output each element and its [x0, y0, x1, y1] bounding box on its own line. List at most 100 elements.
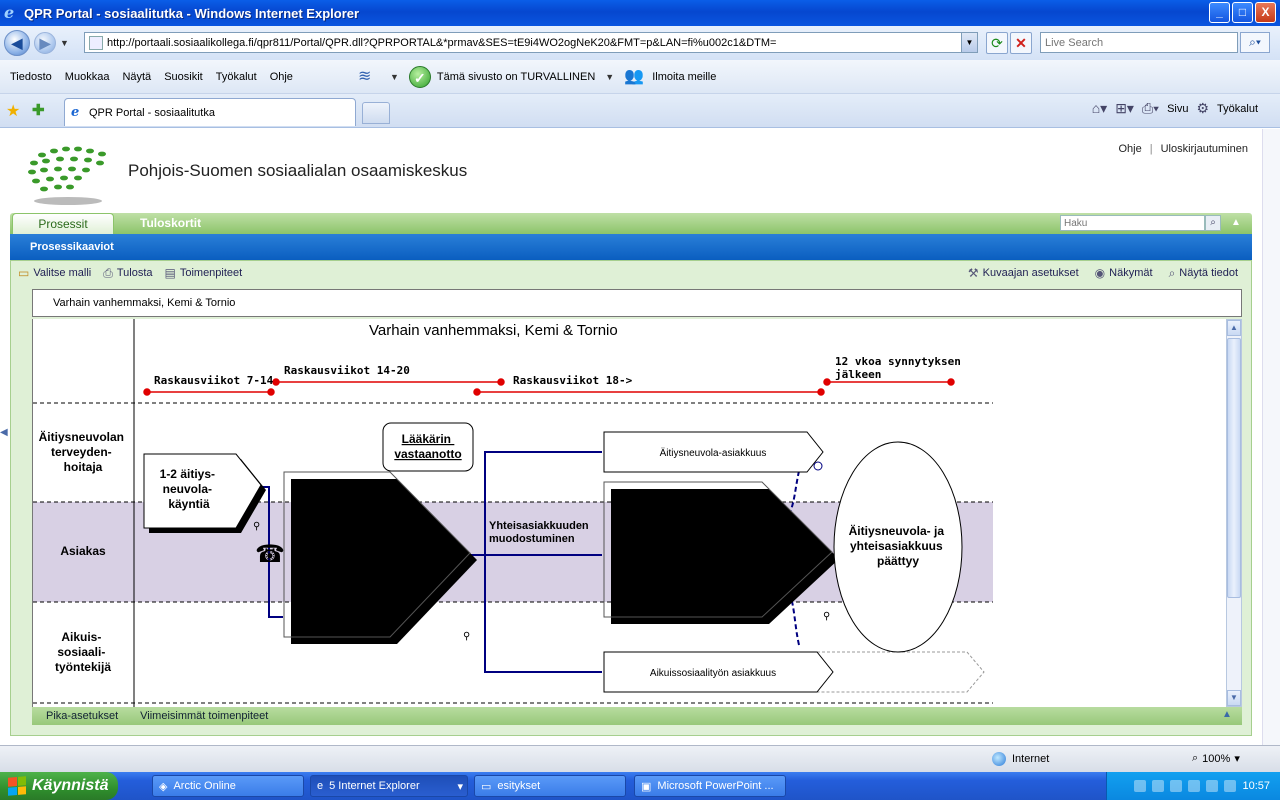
menu-tools[interactable]: Työkalut [215, 70, 257, 83]
info-icon[interactable] [813, 461, 823, 471]
diagram-scrollbar[interactable]: ▲ ▼ [1226, 319, 1242, 707]
tray-icon[interactable] [1152, 780, 1165, 792]
report-link[interactable]: Ilmoita meille [652, 71, 717, 83]
start-button[interactable]: Käynnistä [0, 772, 118, 800]
org-name: Pohjois-Suomen sosiaalialan osaamiskesku… [128, 161, 468, 180]
shape-doctor[interactable] [382, 422, 474, 472]
tools-menu[interactable]: Työkalut [1217, 102, 1258, 115]
browser-tab-active[interactable]: e QPR Portal - sosiaalitutka [64, 98, 356, 126]
timeline-label-2: Raskausviikot 14-20 [284, 364, 410, 377]
scroll-up-icon[interactable]: ▲ [1227, 320, 1241, 336]
address-url[interactable]: http://portaali.sosiaalikollega.fi/qpr81… [107, 36, 777, 49]
history-dropdown-icon[interactable]: ▼ [60, 38, 69, 48]
tray-icon[interactable] [1224, 780, 1237, 792]
address-row: ◀ ▶ ▼ http://portaali.sosiaalikollega.fi… [0, 26, 1280, 60]
window-controls: _ □ X [1209, 2, 1276, 23]
menu-extras: ≋ ▼ ✓ Tämä sivusto on TURVALLINEN ▼ 👥 Il… [358, 64, 716, 90]
safe-site-status[interactable]: Tämä sivusto on TURVALLINEN [436, 71, 596, 83]
process-diagram: Varhain vanhemmaksi, Kemi & Tornio Äitiy… [32, 319, 1226, 707]
task-powerpoint[interactable]: ▣ Microsoft PowerPoint ... [634, 775, 786, 797]
quick-settings-link[interactable]: Pika-asetukset [46, 710, 119, 722]
key-icon[interactable]: ⚲ [463, 631, 470, 642]
ie-task-icon: e [317, 780, 324, 792]
home-icon[interactable]: ⌂▾ [1091, 100, 1108, 116]
scroll-down-icon[interactable]: ▼ [1227, 690, 1241, 706]
expand-up-icon[interactable]: ▲ [1222, 709, 1232, 720]
tab-scorecards[interactable]: Tuloskortit [140, 216, 202, 230]
zoom-control[interactable]: ⌕ 100% ▾ [1192, 752, 1240, 765]
collapse-up-icon[interactable]: ▲ [1231, 217, 1241, 228]
show-info-label: Näytä tiedot [1179, 267, 1238, 279]
minimize-button[interactable]: _ [1209, 2, 1230, 23]
shape-end[interactable] [833, 441, 963, 653]
task-internet-explorer[interactable]: e 5 Internet Explorer ▾ [310, 775, 468, 797]
shape-visits[interactable] [143, 453, 262, 529]
search-button[interactable]: ⌕▾ [1240, 32, 1270, 53]
page-scrollbar[interactable] [1262, 129, 1280, 745]
key-icon[interactable]: ⚲ [823, 611, 830, 622]
menu-favorites[interactable]: Suosikit [164, 70, 203, 83]
portal-search-box[interactable] [1060, 215, 1205, 231]
tab-processes[interactable]: Prosessit [12, 213, 114, 234]
refresh-button[interactable]: ⟳ [986, 32, 1008, 54]
portal-search-input[interactable] [1061, 216, 1204, 230]
menu-view[interactable]: Näytä [122, 70, 152, 83]
scroll-thumb[interactable] [1227, 338, 1241, 598]
menu-help[interactable]: Ohje [269, 70, 293, 83]
zoom-dropdown-icon[interactable]: ▾ [1234, 753, 1240, 765]
shape-reception-label: Yhteisvastaanotto [297, 548, 400, 562]
task-dropdown-icon[interactable]: ▾ [457, 780, 463, 793]
stop-button[interactable]: ✕ [1010, 32, 1032, 54]
safe-check-icon[interactable]: ✓ [408, 66, 431, 88]
actions-button[interactable]: ▤Toimenpiteet [165, 266, 243, 280]
folder-icon: ▭ [18, 266, 30, 280]
help-link[interactable]: Ohje [1118, 143, 1142, 155]
tab-favicon-icon: e [71, 104, 80, 120]
address-bar[interactable]: http://portaali.sosiaalikollega.fi/qpr81… [84, 32, 978, 53]
show-info-button[interactable]: ⌕Näytä tiedot [1169, 266, 1238, 281]
shape-end-label: Äitiysneuvola- ja yhteisasiakkuus päätty… [849, 523, 948, 568]
views-button[interactable]: ◉Näkymät [1095, 266, 1153, 280]
menu-file[interactable]: Tiedosto [10, 70, 52, 83]
command-bar: ⌂▾ ⊞▾ ⎙▾ Sivu ⚙ Työkalut [1092, 100, 1258, 117]
select-model-button[interactable]: ▭Valitse malli [18, 266, 91, 280]
portal-search-icon[interactable]: ⌕ [1205, 215, 1221, 231]
powerpoint-icon: ▣ [641, 780, 652, 793]
tray-icon[interactable] [1206, 780, 1219, 792]
back-button[interactable]: ◀ [4, 30, 30, 56]
feeds-icon[interactable]: ⊞▾ [1115, 100, 1134, 116]
shape-maternity-client[interactable] [603, 431, 824, 473]
viewer-settings-button[interactable]: ⚒Kuvaajan asetukset [968, 266, 1079, 280]
live-search-box[interactable] [1040, 32, 1238, 53]
new-tab-button[interactable] [362, 102, 390, 124]
recent-actions-link[interactable]: Viimeisimmät toimenpiteet [140, 710, 269, 722]
favorites-star-icon[interactable]: ★ [6, 103, 21, 120]
clock[interactable]: 10:57 [1242, 780, 1270, 792]
task-folder[interactable]: ▭ esitykset [474, 775, 626, 797]
people-icon[interactable]: 👥 [624, 68, 645, 85]
maximize-button[interactable]: □ [1232, 2, 1253, 23]
forward-button[interactable]: ▶ [34, 32, 56, 54]
print-icon[interactable]: ⎙▾ [1141, 100, 1160, 116]
wireless-dropdown-icon[interactable]: ▼ [390, 72, 399, 82]
shape-adult-client[interactable] [603, 651, 834, 693]
print-button[interactable]: ⎙Tulosta [103, 266, 152, 281]
safe-dropdown-icon[interactable]: ▼ [605, 72, 615, 82]
close-button[interactable]: X [1255, 2, 1276, 23]
wireless-icon[interactable]: ≋ [358, 68, 372, 85]
menu-edit[interactable]: Muokkaa [64, 70, 110, 83]
add-favorite-icon[interactable]: ✚ [32, 102, 45, 119]
logout-link[interactable]: Uloskirjautuminen [1160, 143, 1248, 155]
tray-icon[interactable] [1188, 780, 1201, 792]
diagram-bottom-bar: Pika-asetukset Viimeisimmät toimenpiteet [32, 707, 1242, 725]
tray-icon[interactable] [1170, 780, 1183, 792]
key-icon[interactable]: ⚲ [253, 521, 260, 532]
side-collapse-icon[interactable]: ◀ [0, 427, 8, 438]
eye-icon: ◉ [1094, 266, 1106, 280]
task-arctic-online[interactable]: ◈ Arctic Online [152, 775, 304, 797]
live-search-input[interactable] [1041, 33, 1237, 52]
page-menu[interactable]: Sivu [1167, 102, 1189, 115]
address-dropdown-icon[interactable]: ▼ [961, 33, 977, 52]
tools-gear-icon[interactable]: ⚙ [1196, 100, 1210, 116]
tray-icon[interactable] [1134, 780, 1147, 792]
